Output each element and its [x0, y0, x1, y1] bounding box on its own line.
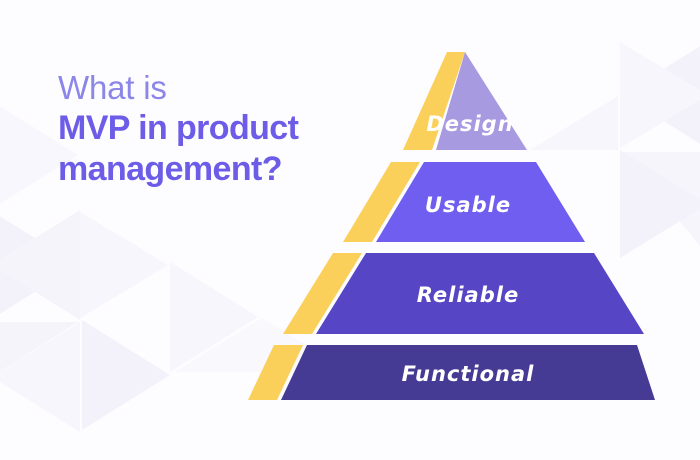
tier-design-accent	[403, 52, 465, 150]
tier-functional-body	[281, 345, 655, 400]
title-line-3: management?	[58, 150, 283, 188]
tier-design-body	[436, 52, 527, 150]
pyramid-tier-usable[interactable]: Usable	[343, 162, 585, 242]
title-line-1: What is	[58, 69, 167, 106]
pyramid-tier-reliable[interactable]: Reliable	[283, 253, 644, 334]
tier-usable-accent	[343, 162, 420, 242]
tier-usable-body	[376, 162, 585, 242]
background-triangles-right	[530, 42, 700, 258]
tier-design-label: Design	[426, 112, 513, 136]
pyramid-tier-functional[interactable]: Functional	[248, 345, 655, 400]
pyramid-tier-design[interactable]: Design	[403, 52, 527, 150]
title-line-2: MVP in product	[58, 109, 299, 147]
page-title: What is MVP in product management?	[58, 68, 398, 190]
tier-reliable-accent	[283, 253, 362, 334]
tier-functional-accent	[248, 345, 303, 400]
tier-usable-label: Usable	[425, 193, 511, 217]
background-triangles-left	[0, 106, 170, 432]
tier-reliable-label: Reliable	[417, 283, 519, 307]
tier-reliable-body	[316, 253, 644, 334]
tier-functional-label: Functional	[402, 362, 535, 386]
